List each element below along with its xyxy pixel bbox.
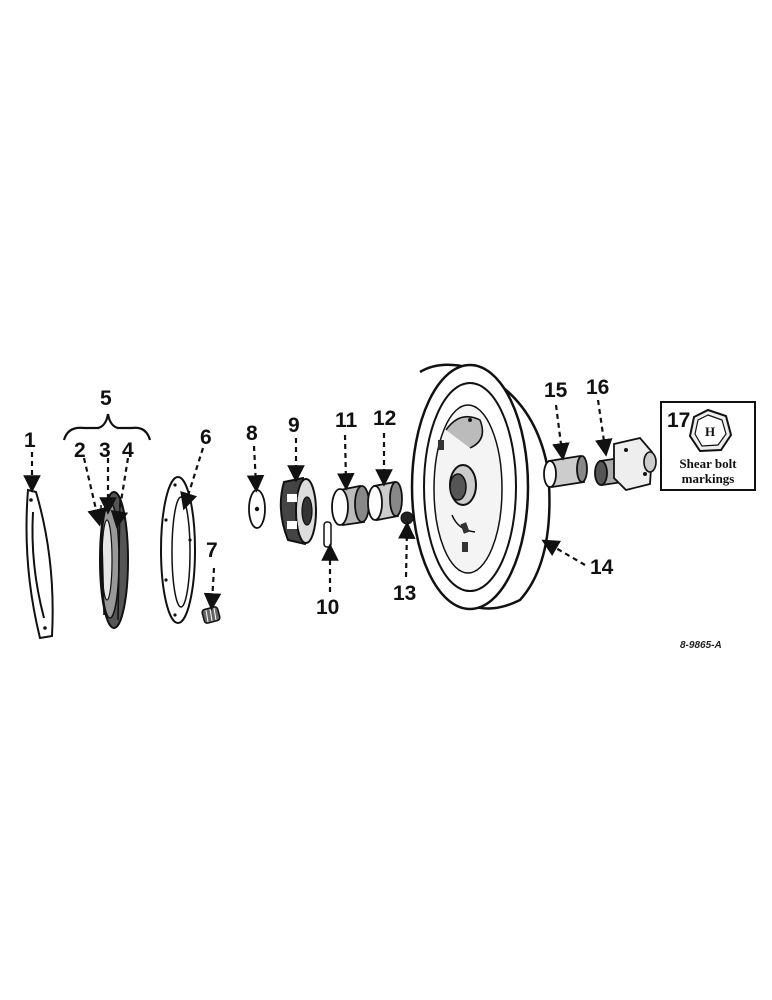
inset-caption-line1: Shear bolt <box>679 456 737 471</box>
callout-10: 10 <box>316 596 339 619</box>
callout-11: 11 <box>335 409 358 432</box>
callout-12: 12 <box>373 407 396 430</box>
callout-1: 1 <box>24 429 36 452</box>
part-17-inset <box>660 401 756 491</box>
part-1-plate <box>25 488 54 640</box>
part-11-bushing <box>331 484 370 527</box>
inset-caption-line2: markings <box>682 471 735 486</box>
part-9-hub <box>279 476 317 546</box>
part-12-bushing <box>367 480 403 522</box>
callout-2: 2 <box>74 439 86 462</box>
callout-6: 6 <box>200 426 212 449</box>
callout-17: 17 <box>667 409 690 432</box>
callout-16: 16 <box>586 376 609 399</box>
callout-5: 5 <box>100 387 112 410</box>
part-13-ball <box>400 511 414 525</box>
callout-7: 7 <box>206 539 218 562</box>
callout-13: 13 <box>393 582 416 605</box>
callout-8: 8 <box>246 422 258 445</box>
callout-4: 4 <box>122 439 134 462</box>
part-7-spring <box>201 606 221 624</box>
part-16-shaft <box>594 437 657 491</box>
part-6-gasket <box>160 476 196 624</box>
bolt-head-mark: H <box>705 424 715 439</box>
callout-15: 15 <box>544 379 568 402</box>
callout-leaders <box>23 399 613 611</box>
callout-9: 9 <box>288 414 300 437</box>
callout-14: 14 <box>590 556 614 579</box>
part-8-washer <box>248 489 266 529</box>
part-2-3-4-disc-assembly <box>99 491 129 629</box>
drawing-number: 8-9865-A <box>680 640 722 651</box>
callout-3: 3 <box>99 439 111 462</box>
part-15-sleeve <box>543 454 588 489</box>
part-10-pin <box>323 521 332 548</box>
part-14-pulley <box>410 363 551 611</box>
